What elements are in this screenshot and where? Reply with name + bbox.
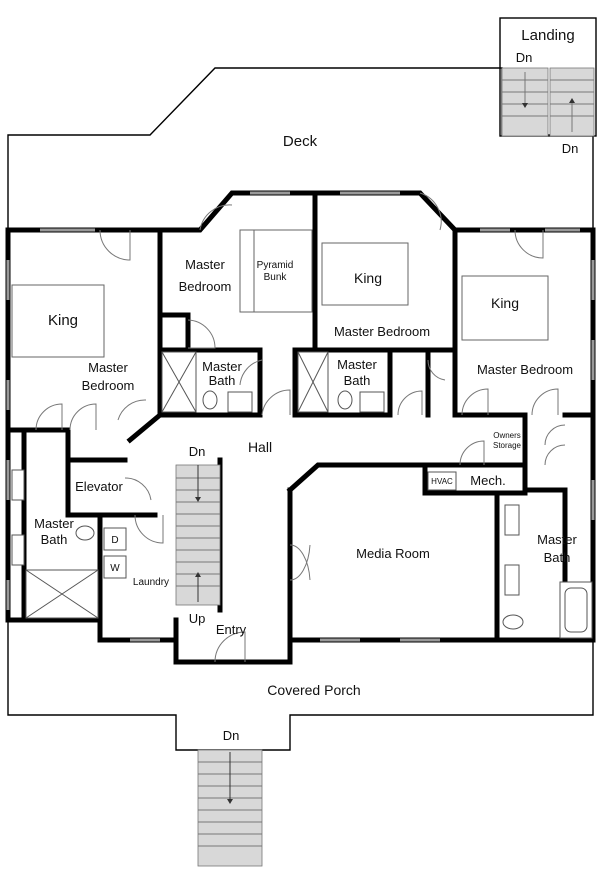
laundry-label: Laundry (133, 577, 169, 588)
dn-hall-label: Dn (189, 444, 206, 459)
king-right-label: King (491, 295, 519, 311)
doors (35, 192, 566, 663)
dn-landing-left-label: Dn (516, 50, 533, 65)
washer-label: W (110, 563, 120, 574)
interior-walls (5, 190, 596, 665)
landing-stairs (499, 17, 597, 137)
entry-label: Entry (216, 622, 247, 637)
beds (11, 229, 549, 358)
master-bedroom-right-label: Master Bedroom (477, 362, 573, 377)
porch-stairs (197, 749, 263, 867)
dryer-label: D (111, 535, 118, 546)
master-bedroom-center-label: Master Bedroom (334, 324, 430, 339)
fixtures (11, 390, 593, 639)
deck-label: Deck (283, 133, 318, 150)
hall-stairs (175, 464, 221, 606)
hall-label: Hall (248, 439, 272, 455)
up-label: Up (189, 611, 206, 626)
covered-porch-label: Covered Porch (267, 682, 360, 698)
elevator-label: Elevator (75, 479, 123, 494)
landing-label: Landing (521, 27, 574, 44)
mech-label: Mech. (470, 473, 505, 488)
dn-landing-right-label: Dn (562, 141, 579, 156)
hvac-label: HVAC (431, 477, 453, 486)
dn-bottom-label: Dn (223, 728, 240, 743)
windows (6, 191, 595, 642)
king-center-label: King (354, 270, 382, 286)
king-left-label: King (48, 312, 78, 329)
showers (25, 351, 329, 619)
media-room-label: Media Room (356, 546, 430, 561)
